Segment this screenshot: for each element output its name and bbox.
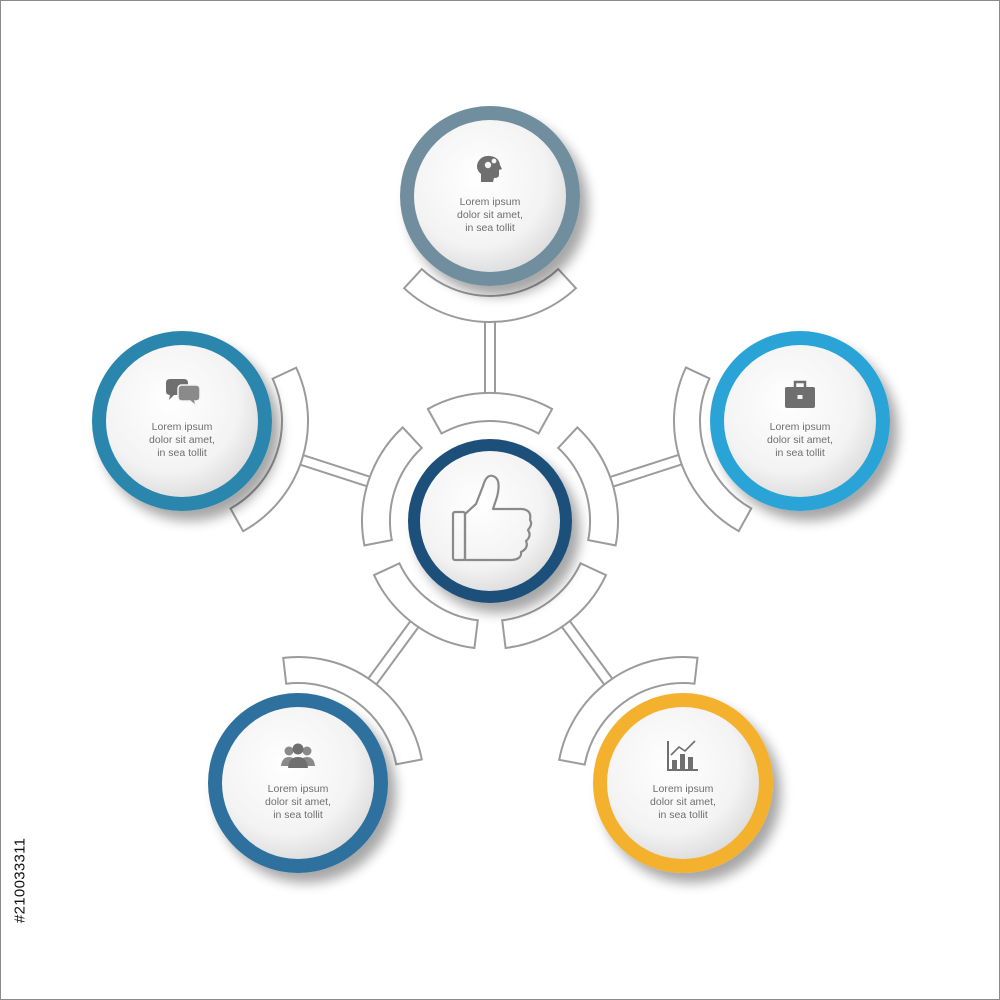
inner-arc-left xyxy=(361,425,424,547)
people-icon xyxy=(281,743,315,768)
node-disc-bottom-right xyxy=(607,707,759,859)
spoke-left xyxy=(299,454,371,488)
inner-arc-right xyxy=(556,425,619,547)
connector-lines xyxy=(229,267,753,766)
inner-arc-bottom-right xyxy=(501,561,608,650)
spoke-top xyxy=(484,322,496,393)
node-arc-top xyxy=(402,267,578,323)
node-label-line: in sea tollit xyxy=(157,447,207,459)
node-label-line: in sea tollit xyxy=(273,809,323,821)
node-label-line: Lorem ipsum xyxy=(770,421,831,433)
node-label-line: dolor sit amet, xyxy=(149,434,215,446)
node-label-line: dolor sit amet, xyxy=(457,209,523,221)
node-label-line: dolor sit amet, xyxy=(650,796,716,808)
spoke-bottom-left xyxy=(367,620,420,685)
bar-chart-icon xyxy=(667,740,698,771)
inner-arc-bottom-left xyxy=(372,561,479,650)
node-label-line: Lorem ipsum xyxy=(460,196,521,208)
node-disc-left xyxy=(106,345,258,497)
briefcase-icon xyxy=(785,380,815,408)
spoke-right xyxy=(609,453,682,488)
node-label-line: in sea tollit xyxy=(465,222,515,234)
node-arc-right xyxy=(672,366,753,533)
node-arc-bottom-left xyxy=(282,656,423,766)
stock-id-text: #210033311 xyxy=(11,837,29,923)
chat-bubbles-icon xyxy=(166,379,201,408)
center-disc xyxy=(420,451,560,591)
inner-arc-top xyxy=(426,391,554,435)
node-label-line: in sea tollit xyxy=(658,809,708,821)
node-label-line: Lorem ipsum xyxy=(653,783,714,795)
node-label-line: dolor sit amet, xyxy=(767,434,833,446)
node-label-line: Lorem ipsum xyxy=(268,783,329,795)
node-disc-top xyxy=(414,120,566,272)
thumbs-up-icon xyxy=(451,474,533,562)
spoke-bottom-right xyxy=(561,620,614,686)
node-arc-left xyxy=(229,366,310,533)
node-label-line: dolor sit amet, xyxy=(265,796,331,808)
node-disc-bottom-left xyxy=(222,707,374,859)
node-disc-right xyxy=(724,345,876,497)
node-label-line: Lorem ipsum xyxy=(152,421,213,433)
center-node xyxy=(408,439,572,603)
head-gears-icon xyxy=(477,155,502,182)
node-arc-bottom-right xyxy=(558,656,699,766)
node-label-line: in sea tollit xyxy=(775,447,825,459)
